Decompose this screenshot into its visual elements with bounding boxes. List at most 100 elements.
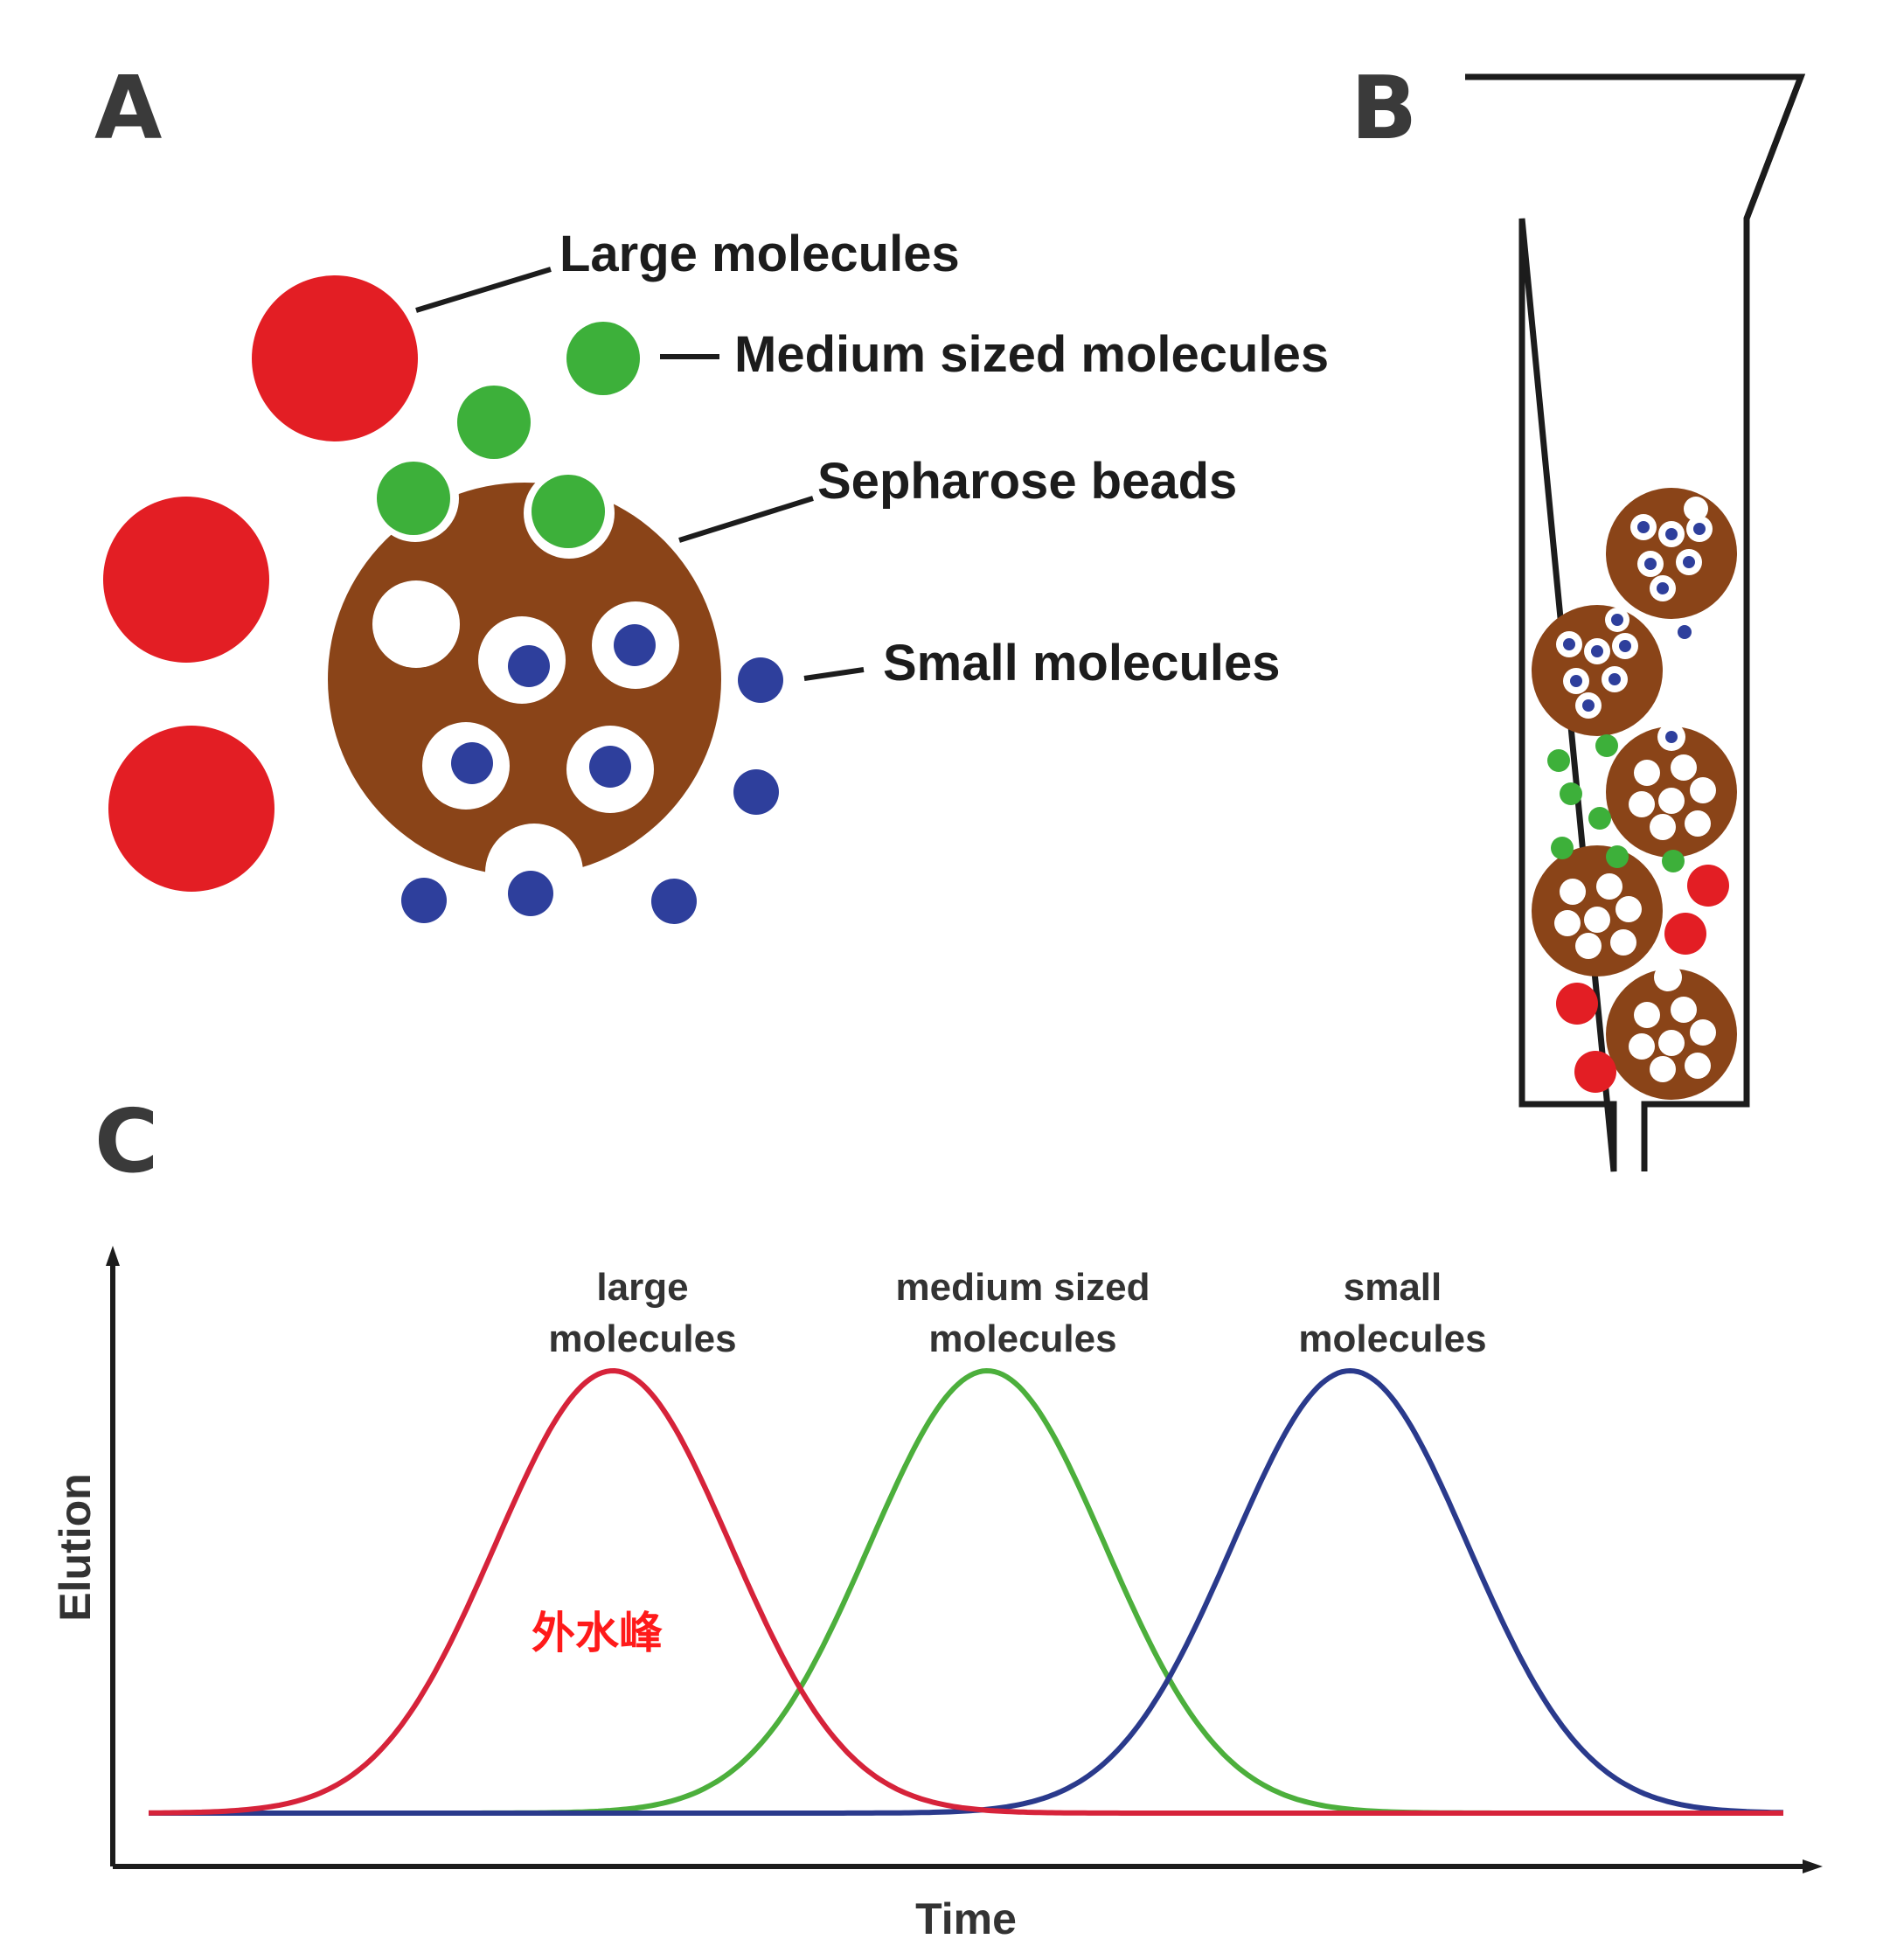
small-molecule <box>733 769 779 815</box>
panel-a: A <box>94 57 1329 924</box>
medium-molecule <box>532 475 605 548</box>
column-medium-molecule <box>1547 749 1570 772</box>
panel-c-letter: C <box>94 1090 158 1192</box>
column-small-molecule <box>1683 556 1695 568</box>
column-small-molecule <box>1591 645 1603 657</box>
column-medium-molecule <box>1662 850 1685 872</box>
peak-label-small-line2: molecules <box>1298 1317 1486 1360</box>
elution-curve-medium-sized-molecules <box>149 1367 1783 1816</box>
label-large-molecules: Large molecules <box>559 226 960 282</box>
medium-molecule <box>566 322 640 395</box>
medium-molecule <box>457 386 531 459</box>
panel-b-letter: B <box>1351 57 1417 159</box>
peak-label-large-line1: large <box>596 1266 688 1309</box>
peak-label-medium-line2: molecules <box>928 1317 1116 1360</box>
small-molecule <box>651 879 697 924</box>
y-axis-arrow <box>106 1246 120 1266</box>
column-medium-molecule <box>1588 807 1611 830</box>
column-bead-pore <box>1650 1056 1676 1082</box>
column-small-molecule <box>1637 521 1650 533</box>
column-bead-pore <box>1610 929 1636 956</box>
label-medium-molecules: Medium sized molecules <box>734 326 1329 383</box>
column-beads <box>1532 488 1737 1100</box>
column-small-molecule <box>1644 558 1657 570</box>
void-peak-annotation: 外水峰 <box>532 1608 663 1658</box>
column-small-molecule <box>1570 675 1582 687</box>
small-molecule <box>614 624 656 666</box>
column-walls <box>1465 73 1806 1172</box>
elution-curve-small-molecules <box>149 1367 1784 1816</box>
column-bead-pore <box>1615 896 1642 922</box>
small-molecule <box>401 878 447 923</box>
x-axis-label: Time <box>915 1894 1017 1943</box>
large-molecule <box>108 726 274 892</box>
peak-label-small-line1: small <box>1344 1266 1442 1309</box>
column-large-molecule <box>1556 983 1598 1025</box>
column-large-molecule <box>1664 913 1706 955</box>
column-large-molecule <box>1687 865 1729 907</box>
column-bead-pore <box>1560 879 1586 905</box>
panel-a-letter: A <box>94 57 162 159</box>
column-medium-molecule <box>1560 782 1582 805</box>
column-small-molecule <box>1693 523 1706 535</box>
column-large-molecule <box>1574 1051 1616 1093</box>
panel-b: B <box>1351 57 1806 1172</box>
column-small-molecule <box>1582 699 1595 712</box>
sepharose-bead <box>328 455 721 921</box>
small-molecules-group <box>401 624 783 924</box>
peak-label-large-line2: molecules <box>548 1317 736 1360</box>
elution-curve-large-molecules <box>149 1367 1783 1816</box>
y-axis-label: Elution <box>51 1473 100 1621</box>
leader-lines <box>415 267 865 681</box>
x-axis-arrow <box>1803 1859 1823 1873</box>
column-bead-pore <box>1596 873 1622 900</box>
column-bead <box>1532 605 1663 736</box>
column-bead-pore <box>1690 1019 1716 1046</box>
column-bead-pore <box>1650 814 1676 840</box>
label-small-molecules: Small molecules <box>883 635 1281 692</box>
column-bead-pore <box>1629 1033 1655 1060</box>
column-medium-molecule <box>1551 837 1574 859</box>
column-bead-pore <box>1634 1002 1660 1028</box>
column-medium-molecule <box>1595 734 1618 757</box>
column-bead-pore <box>1685 1053 1711 1079</box>
medium-molecules-group <box>377 322 640 548</box>
panel-c: C Time Elution large molecules medium si… <box>51 1090 1823 1943</box>
small-molecule <box>589 746 631 788</box>
column-bead-pore <box>1671 997 1697 1023</box>
column-small-molecule <box>1619 640 1631 652</box>
column-small-molecule <box>1563 638 1575 650</box>
column-bead-pore <box>1575 933 1602 959</box>
column-small-molecule <box>1678 625 1692 639</box>
column-bead-pore <box>1671 754 1697 781</box>
bead-pore <box>372 580 460 668</box>
column-small-molecule <box>1611 614 1623 626</box>
large-molecule <box>103 497 269 663</box>
column-bead-pore <box>1654 963 1682 991</box>
column-bead-pore <box>1658 1030 1685 1056</box>
column-small-molecule <box>1665 731 1678 743</box>
column-bead-pore <box>1584 907 1610 933</box>
column-small-molecule <box>1665 528 1678 540</box>
column-medium-molecule <box>1606 845 1629 868</box>
column-bead <box>1606 488 1737 619</box>
column-bead-pore <box>1658 788 1685 814</box>
small-molecule <box>508 871 553 916</box>
large-molecule <box>252 275 418 441</box>
column-bead-pore <box>1634 760 1660 786</box>
small-molecule <box>451 742 493 784</box>
label-sepharose-beads: Sepharose beads <box>817 453 1237 510</box>
small-molecule <box>508 645 550 687</box>
column-bead-pore <box>1690 777 1716 803</box>
large-molecules-group <box>103 275 418 892</box>
axes <box>110 1259 1810 1869</box>
medium-molecule <box>377 462 450 535</box>
small-molecule <box>738 657 783 703</box>
column-bead-pore <box>1554 910 1581 936</box>
column-small-molecule <box>1657 582 1669 594</box>
peak-label-medium-line1: medium sized <box>896 1266 1150 1309</box>
elution-curves <box>149 1367 1784 1816</box>
column-bead-pore <box>1629 791 1655 817</box>
column-bead-pore <box>1684 497 1708 521</box>
